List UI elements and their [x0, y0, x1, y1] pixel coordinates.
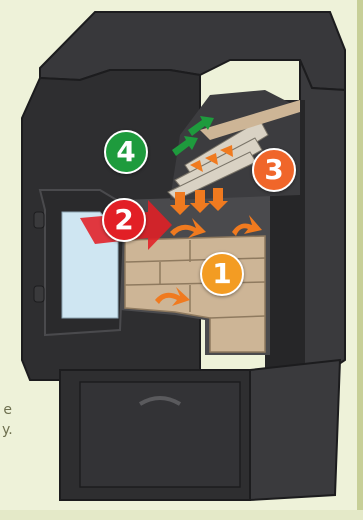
door-hinge-top — [33, 211, 45, 229]
bottom-strip — [0, 510, 363, 520]
exhaust-arrows — [172, 116, 214, 156]
ash-drawer — [59, 369, 251, 501]
side-caption: e y. — [2, 400, 13, 440]
callout-badge-3: 3 — [252, 148, 296, 192]
side-caption-line-1: e — [3, 402, 12, 418]
page-border — [357, 0, 363, 520]
callout-badge-2: 2 — [102, 198, 146, 242]
callout-badge-4: 4 — [104, 130, 148, 174]
pedestal-side — [249, 358, 342, 502]
callout-badge-1: 1 — [200, 252, 244, 296]
stove-side-wall — [299, 59, 346, 371]
door-hinge-bottom — [33, 285, 45, 303]
flame-arrows — [155, 145, 262, 306]
side-caption-line-2: y. — [2, 422, 13, 438]
